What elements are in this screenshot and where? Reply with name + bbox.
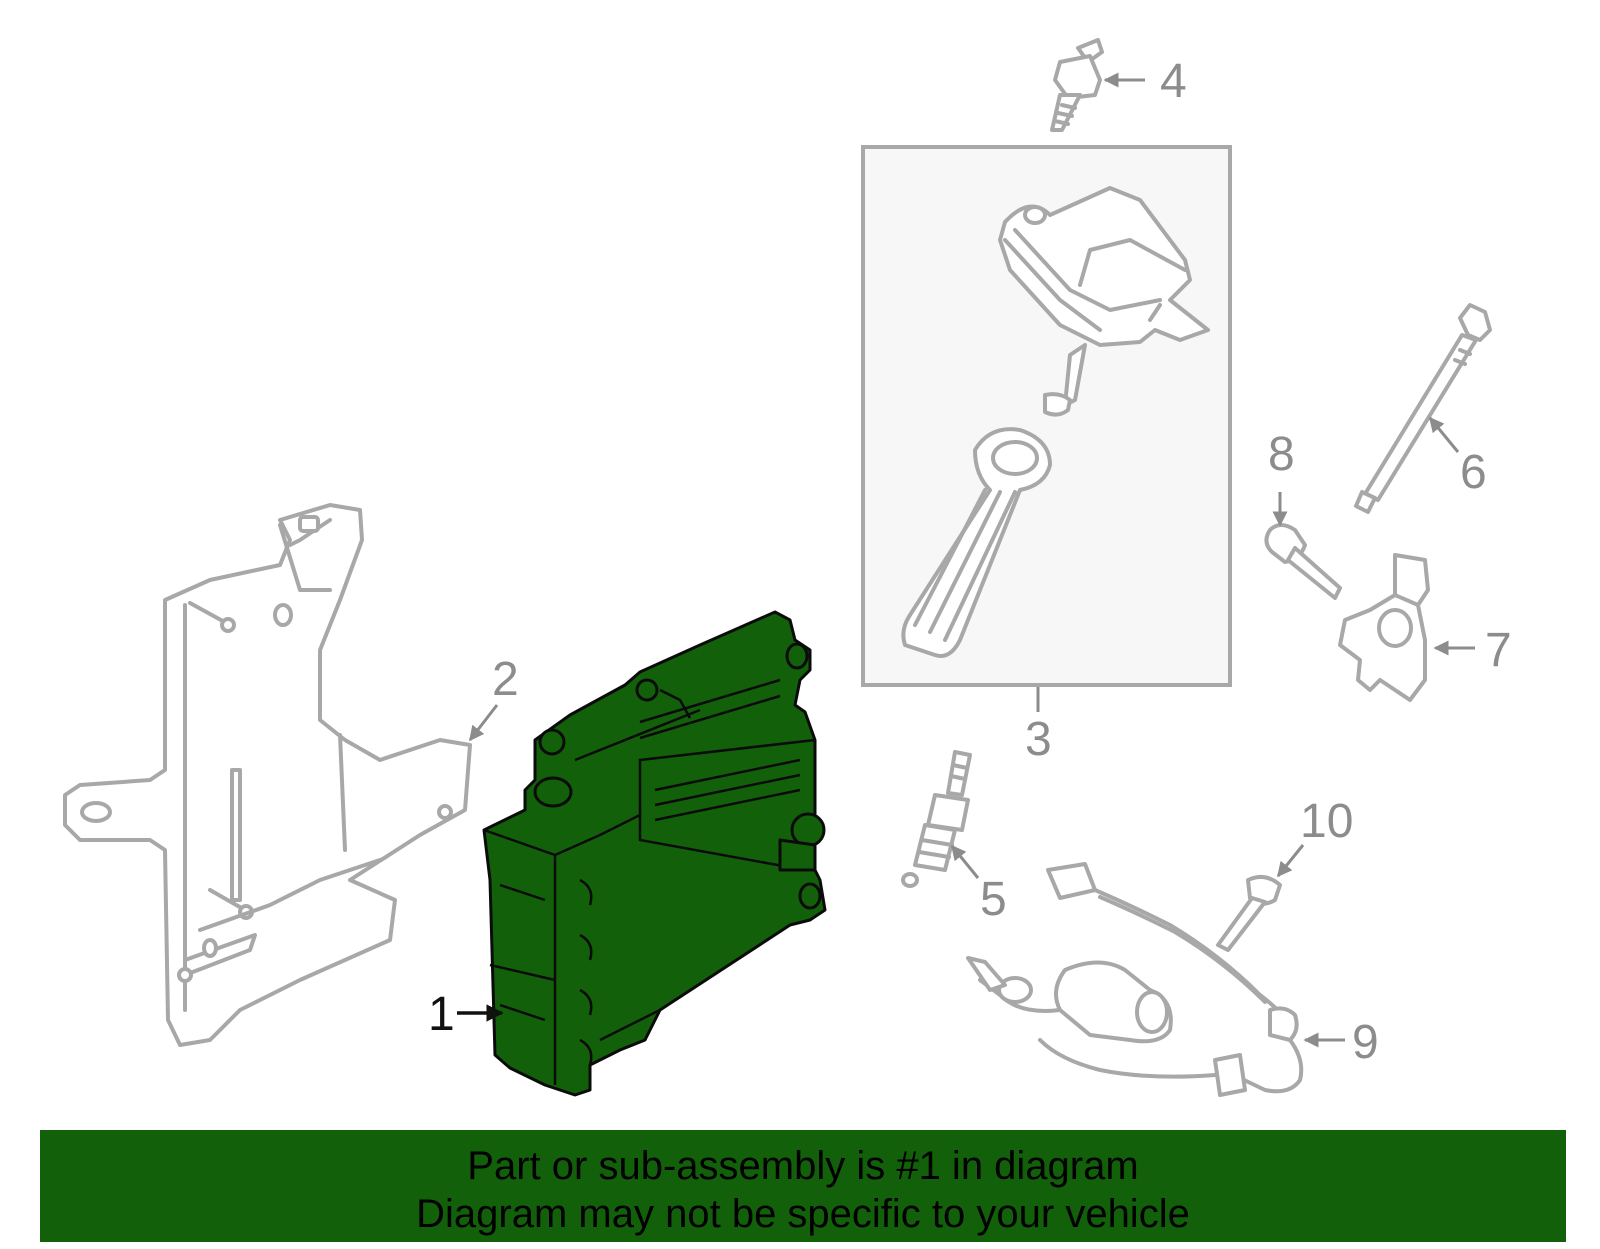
callout-2: 2 (492, 653, 519, 706)
callout-1: 1 (428, 988, 455, 1041)
callout-6: 6 (1460, 446, 1487, 499)
harness-part-9 (966, 862, 1304, 1097)
callout-4: 4 (1160, 55, 1187, 108)
banner-text: Part or sub-assembly is #1 in diagram Di… (40, 1142, 1566, 1238)
sensor-part-7 (1338, 553, 1430, 702)
leader-6 (1428, 416, 1460, 453)
callout-5: 5 (980, 873, 1007, 926)
callout-3: 3 (1025, 713, 1052, 766)
ecu-part-1 (482, 610, 827, 1097)
rod-part-6 (1354, 303, 1492, 514)
callout-7: 7 (1485, 624, 1512, 677)
bolt-part-10 (1216, 874, 1282, 952)
callout-8: 8 (1268, 428, 1295, 481)
banner-line-2: Diagram may not be specific to your vehi… (416, 1192, 1190, 1236)
callout-9: 9 (1352, 1016, 1379, 1069)
info-banner: Part or sub-assembly is #1 in diagram Di… (40, 1130, 1566, 1242)
callout-10: 10 (1300, 795, 1353, 848)
bracket-part-2 (63, 503, 472, 1047)
banner-line-1: Part or sub-assembly is #1 in diagram (467, 1144, 1139, 1188)
leader-5 (950, 844, 980, 879)
bolt-part-4 (1050, 38, 1104, 132)
ignition-coil-box-part-3 (861, 145, 1232, 687)
leader-10 (1276, 844, 1305, 878)
spark-plug-part-5 (901, 750, 972, 888)
sensor-part-8 (1264, 523, 1342, 600)
leader-2 (468, 704, 499, 742)
